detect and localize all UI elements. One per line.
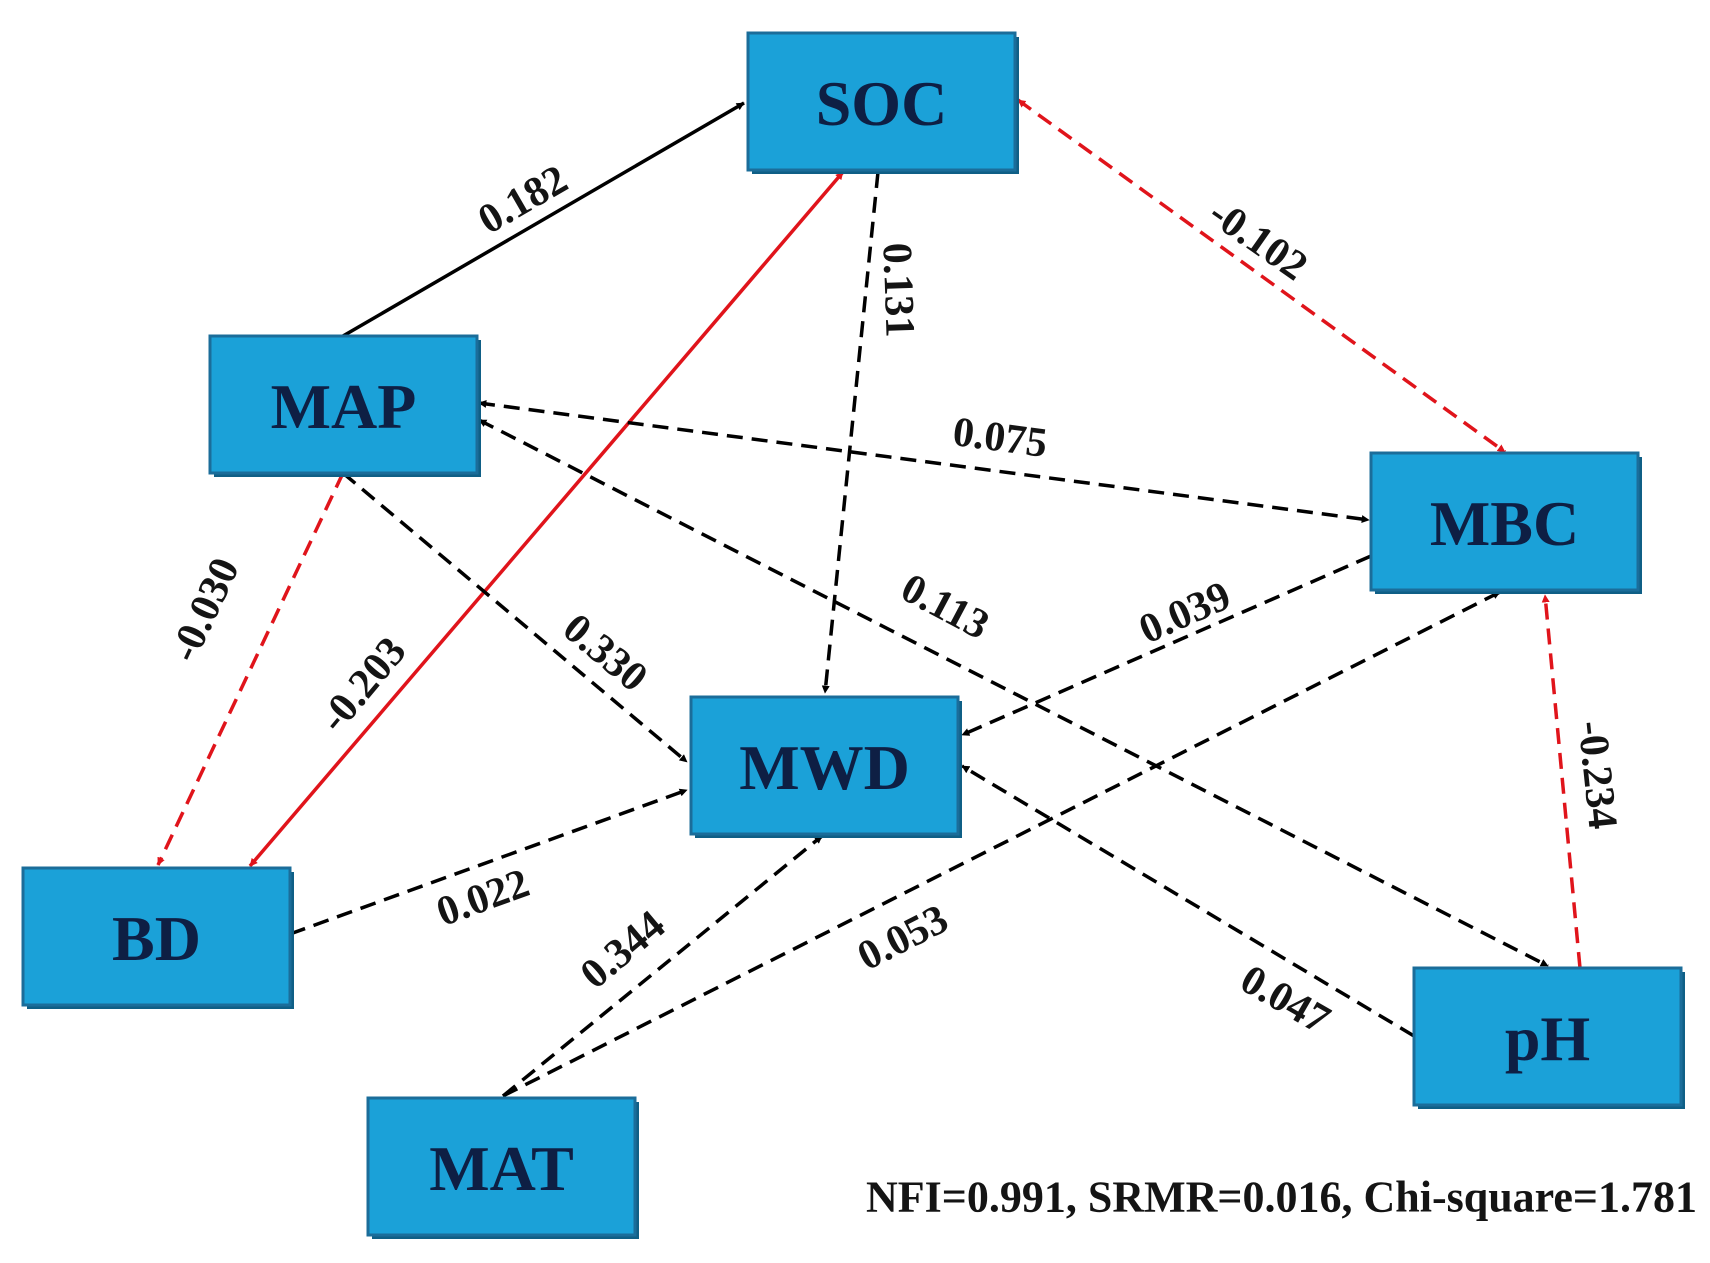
- coefficient-map-bd: -0.030: [161, 551, 249, 669]
- node-soc: SOC: [746, 31, 1019, 174]
- path-soc-mbc: [1016, 98, 1507, 454]
- node-ph: pH: [1412, 966, 1685, 1109]
- coefficient-mbc-mwd: 0.039: [1132, 573, 1237, 653]
- path-ph-mwd: [961, 764, 1415, 1038]
- node-box: [21, 866, 292, 1007]
- node-label: MBC: [1430, 488, 1579, 559]
- node-box: [689, 695, 960, 836]
- node-label: pH: [1505, 1003, 1590, 1074]
- coefficient-ph-mbc: -0.234: [1568, 719, 1625, 832]
- path-mat-mwd: [501, 834, 824, 1098]
- path-bd-mwd: [289, 788, 688, 936]
- coefficient-map-mwd: 0.330: [554, 605, 656, 701]
- path-map-mbc: [478, 399, 1370, 524]
- path-map-ph: [478, 418, 1549, 968]
- node-box: [746, 31, 1017, 172]
- node-box: [208, 334, 479, 475]
- path-ph-mbc: [1541, 594, 1582, 969]
- path-arrows: [156, 98, 1582, 1098]
- path-soc-mwd: [821, 171, 880, 694]
- path-map-bd: [156, 472, 345, 866]
- coefficient-soc-mwd: 0.131: [873, 242, 922, 338]
- coefficient-ph-mwd: 0.047: [1233, 956, 1338, 1043]
- node-label: MAT: [429, 1133, 574, 1204]
- node-label: MAP: [271, 371, 417, 442]
- node-box: [1412, 966, 1683, 1107]
- path-map-soc: [342, 101, 745, 338]
- node-mwd: MWD: [689, 695, 962, 838]
- path-mat-mbc: [502, 590, 1501, 1098]
- coefficient-soc-bd: -0.203: [311, 629, 416, 742]
- node-map: MAP: [208, 334, 481, 477]
- node-label: MWD: [739, 732, 910, 803]
- node-mbc: MBC: [1369, 451, 1642, 594]
- node-box: [1369, 451, 1640, 592]
- node-label: SOC: [816, 68, 948, 139]
- coefficient-bd-mwd: 0.022: [431, 860, 536, 936]
- coefficient-labels: 0.182-0.1020.131-0.2030.0750.1130.330-0.…: [161, 156, 1625, 1043]
- coefficient-map-mbc: 0.075: [950, 409, 1050, 467]
- node-label: BD: [112, 903, 201, 974]
- node-bd: BD: [21, 866, 294, 1009]
- node-mat: MAT: [366, 1096, 639, 1239]
- model-fit-statistics: NFI=0.991, SRMR=0.016, Chi-square=1.781: [866, 1173, 1697, 1222]
- node-box: [366, 1096, 637, 1237]
- coefficient-soc-mbc: -0.102: [1200, 190, 1315, 290]
- path-map-mwd: [341, 471, 689, 764]
- coefficient-mat-mwd: 0.344: [572, 902, 674, 998]
- coefficient-map-ph: 0.113: [894, 565, 997, 649]
- variable-nodes: SOC MAP MBC MWD BD MAT pH: [21, 31, 1685, 1239]
- coefficient-mat-mbc: 0.053: [850, 896, 955, 980]
